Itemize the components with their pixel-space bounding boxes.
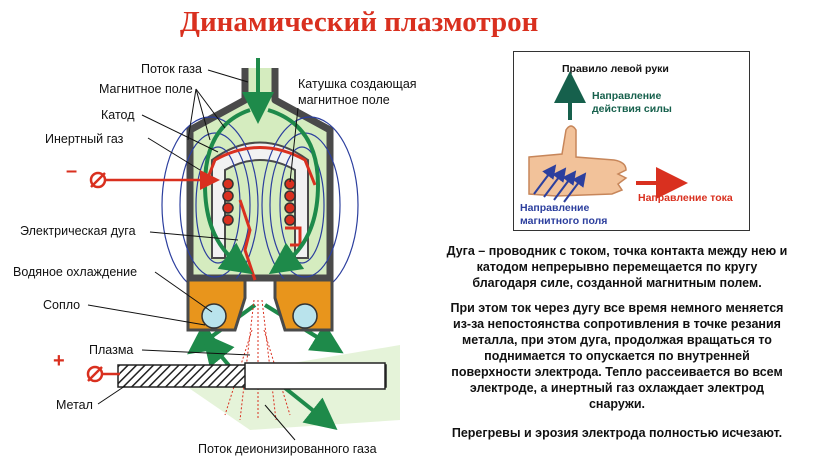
coil-right [284,178,296,226]
left-hand-rule-box: Правило левой руки Направление действия … [513,51,750,231]
minus-sign: – [66,160,78,182]
lhr-field-line1: Направление [520,202,590,214]
field-arrows-icon [533,164,587,203]
desc-line: металла, при этом дуга, продолжая вращат… [462,333,772,347]
coil-left [222,178,234,226]
lhr-force-line1: Направление [592,90,662,102]
description-paragraph-3: Перегревы и эрозия электрода полностью и… [451,426,783,440]
description-paragraph-2: При этом ток через дугу все время немног… [424,300,810,412]
electrode-terminal-icon [86,170,220,383]
page-title: Динамический плазмотрон [180,6,539,38]
lhr-force-line2: действия силы [592,103,672,115]
description-paragraph-1: Дуга – проводник с током, точка контакта… [424,243,810,291]
leader-lines [87,69,299,441]
desc-line: из-за непостоянства сопротивления в точк… [453,317,781,331]
label-nozzle: Сопло [43,298,81,312]
label-deionized-flow: Поток деионизированного газа [198,442,377,456]
label-coil-line1: Катушка создающая [298,77,417,91]
label-inert-gas: Инертный газ [45,132,124,146]
plus-sign: + [53,350,65,372]
water-cooling-nozzle [186,278,334,332]
desc-line: поднимается то опускается по внутренней [484,349,750,363]
label-metal: Метал [56,398,93,412]
label-cathode: Катод [101,108,135,122]
desc-line: При этом ток через дугу все время немног… [450,301,784,315]
label-magnetic-field: Магнитное поле [99,82,193,96]
desc-line: катодом непрерывно перемещается по кругу [476,260,758,274]
desc-line: поверхности электрода. Тепло рассеиваетс… [451,365,783,379]
label-coil-line2: магнитное поле [298,93,390,107]
desc-line: снаружи. [588,397,646,411]
label-plasma: Плазма [89,343,134,357]
label-arc: Электрическая дуга [20,224,136,238]
label-gas-flow: Поток газа [141,62,202,76]
lhr-title: Правило левой руки [562,63,669,75]
lhr-current: Направление тока [638,192,733,204]
lhr-field-line2: магнитного поля [520,215,608,227]
desc-line: электроде, а инертный газ охлаждает элек… [469,381,765,395]
desc-line: Дуга – проводник с током, точка контакта… [446,244,788,258]
desc-line: благодаря силе, созданной магнитным поле… [472,276,762,290]
label-water-cooling: Водяное охлаждение [13,265,138,279]
